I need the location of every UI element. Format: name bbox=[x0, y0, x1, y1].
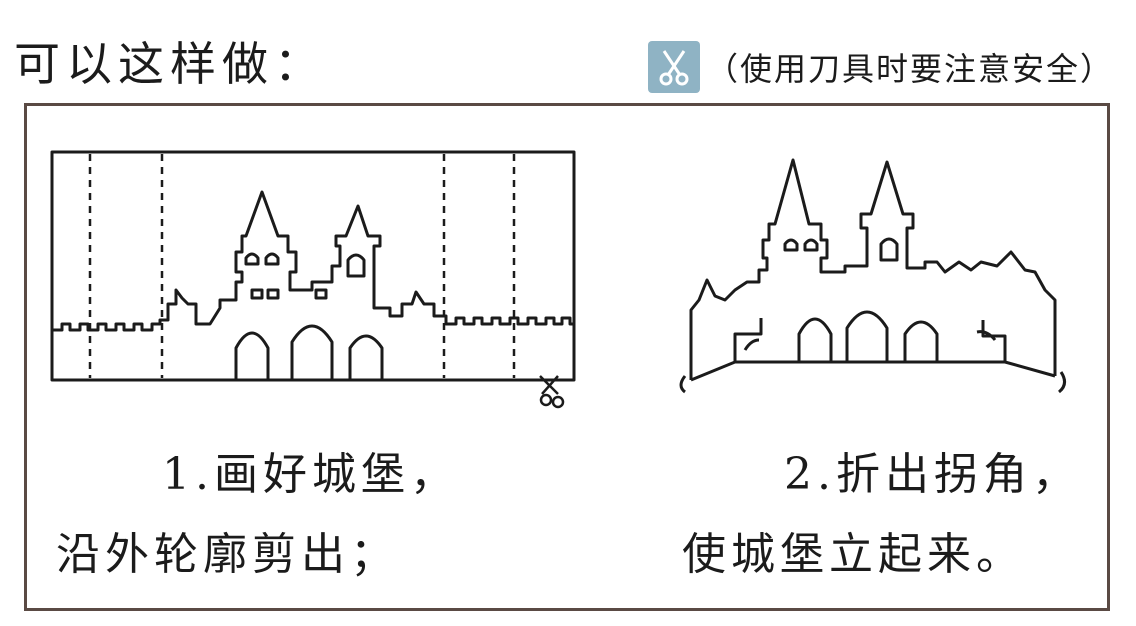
step-1-line-2: 沿外轮廓剪出； bbox=[56, 529, 399, 580]
flat-castle-illustration bbox=[50, 150, 576, 409]
safety-text: （使用刀具时要注意安全） bbox=[705, 50, 1114, 88]
scissors-icon bbox=[539, 375, 565, 409]
step-1-line-1: 1.画好城堡， bbox=[162, 449, 459, 500]
scissors-icon bbox=[647, 41, 700, 93]
instruction-panel bbox=[24, 103, 1110, 611]
standing-castle-illustration bbox=[679, 158, 1066, 394]
step-2-line-2: 使城堡立起来。 bbox=[682, 529, 1025, 580]
safety-note: （使用刀具时要注意安全） bbox=[647, 40, 1114, 94]
page-title: 可以这样做： bbox=[14, 37, 326, 91]
step-2-line-1: 2.折出拐角， bbox=[784, 449, 1081, 500]
